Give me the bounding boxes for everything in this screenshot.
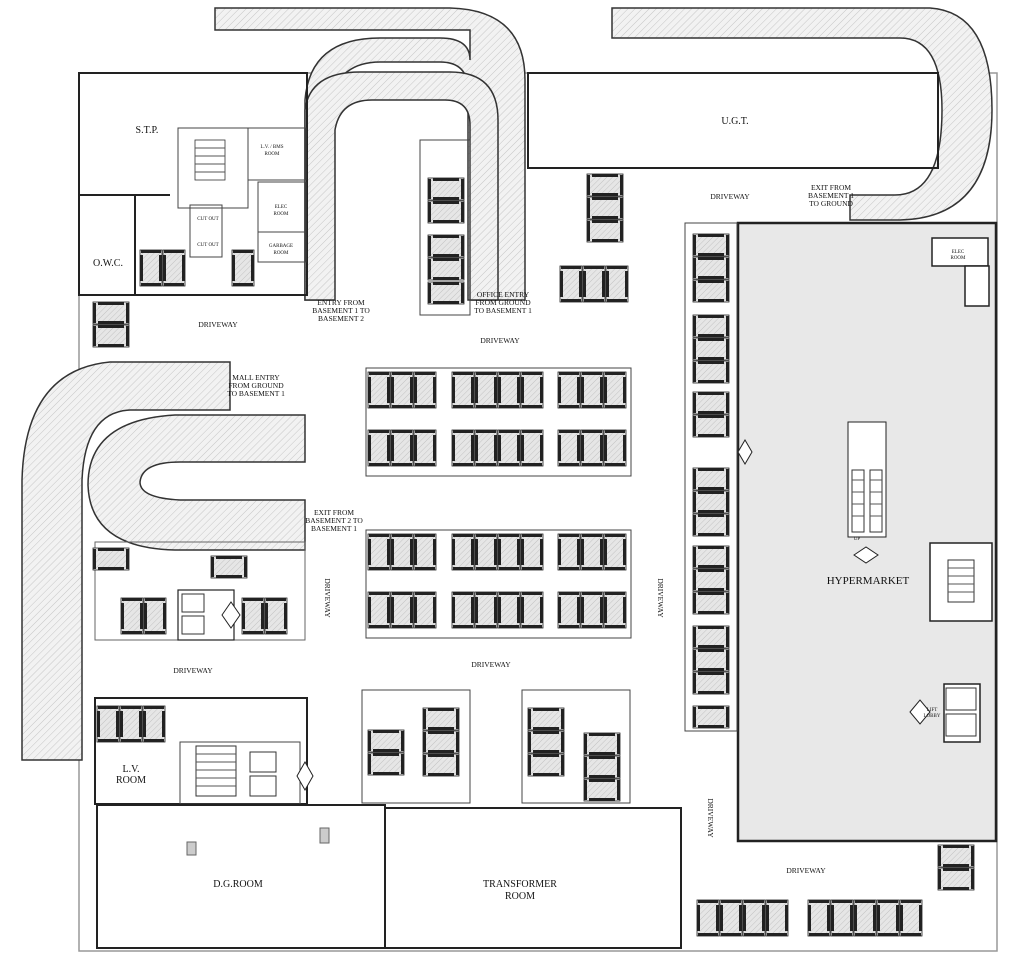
office-ramp-enclosure <box>419 139 471 316</box>
escalator <box>847 421 887 564</box>
exit-b1-ground-line1: EXIT FROM <box>811 183 851 192</box>
dg-equipment-2 <box>319 827 330 844</box>
lv-bms-line2: ROOM <box>264 152 280 157</box>
stair-core-right <box>929 542 993 622</box>
elec-right-line1: ELEC <box>952 250 965 255</box>
garbage-line2: ROOM <box>273 251 289 256</box>
entry-b1-b2-line1: ENTRY FROM <box>317 298 365 307</box>
ugt-room <box>527 72 939 169</box>
elec-top-line1: ELEC <box>275 205 288 210</box>
parking-stalls-right-column <box>692 233 753 729</box>
parking-stalls-bottom-right <box>696 844 975 937</box>
driveway-label-vertical-2: DRIVEWAY <box>656 578 665 618</box>
parking-stalls-island-top <box>367 371 627 467</box>
ramp-office <box>304 71 499 301</box>
office-entry-line1: OFFICE ENTRY <box>477 290 530 299</box>
column-marker <box>737 439 753 465</box>
elec-right-line2: ROOM <box>950 256 966 261</box>
ugt-label: U.G.T. <box>721 116 748 127</box>
entry-b1-b2-line3: BASEMENT 2 <box>318 314 364 323</box>
lift-core-left <box>94 541 306 641</box>
stp-label: S.T.P. <box>136 125 159 136</box>
exit-b2-b1-line3: BASEMENT 1 <box>311 524 357 533</box>
elec-room-top-label: ELEC ROOM <box>273 205 289 217</box>
enclosure-bottom-1 <box>361 689 471 804</box>
owc-label: O.W.C. <box>93 258 123 269</box>
driveway-label-6: DRIVEWAY <box>786 866 826 875</box>
lv-room-line2: ROOM <box>116 775 146 786</box>
dg-equipment-1 <box>186 841 197 856</box>
driveway-label-4: DRIVEWAY <box>173 666 213 675</box>
transformer-room <box>384 807 682 949</box>
service-block-bottom-left <box>94 697 314 805</box>
ramp-exit-b2-b1 <box>87 414 306 551</box>
elec-room-right <box>931 237 989 267</box>
cutout-2-label: CUT OUT <box>197 243 218 248</box>
lv-bms-room-label: L.V. / BMS ROOM <box>261 145 284 157</box>
parking-stalls-top-left <box>139 249 255 287</box>
driveway-label-vertical-3: DRIVEWAY <box>706 798 715 838</box>
escalator-up-label: UP <box>854 537 861 542</box>
mall-entry-line3: TO BASEMENT 1 <box>227 389 285 398</box>
enclosure-bottom-2 <box>521 689 631 804</box>
mall-entry-line1: MALL ENTRY <box>232 373 280 382</box>
lv-room-line1: L.V. <box>122 764 139 775</box>
exit-b1-ground-line2: BASEMENT 1 <box>808 191 854 200</box>
parking-island-mid <box>365 529 632 639</box>
dg-room-label: D.G.ROOM <box>213 879 263 890</box>
parking-column-right <box>684 222 738 732</box>
lv-bms-line1: L.V. / BMS <box>261 145 284 150</box>
hypermarket-label: HYPERMARKET <box>827 575 910 587</box>
office-entry-line3: TO BASEMENT 1 <box>474 306 532 315</box>
ramp-exit-b1-ground <box>611 7 993 221</box>
lift-lobby-line2: LOBBY <box>924 714 941 719</box>
exit-b1-ground-line3: TO GROUND <box>809 199 853 208</box>
office-entry-line2: FROM GROUND <box>475 298 531 307</box>
lift-lobby-line1: LIFT <box>927 708 938 713</box>
driveway-label-3: DRIVEWAY <box>710 192 750 201</box>
lv-room-label: L.V.ROOM <box>116 764 146 786</box>
entry-b1-b2-line2: BASEMENT 1 TO <box>312 306 370 315</box>
garbage-room-label: GARBAGE ROOM <box>269 244 293 256</box>
exit-b2-b1-line1: EXIT FROM <box>314 508 354 517</box>
driveway-label-1: DRIVEWAY <box>198 320 238 329</box>
transformer-line2: ROOM <box>505 891 535 902</box>
garbage-line1: GARBAGE <box>269 244 293 249</box>
driveway-label-5: DRIVEWAY <box>471 660 511 669</box>
driveway-label-2: DRIVEWAY <box>480 336 520 345</box>
parking-stalls-office <box>427 173 629 305</box>
dg-room <box>96 804 386 949</box>
transformer-line1: TRANSFORMER <box>483 879 557 890</box>
lift-lobby-block <box>909 683 981 743</box>
mall-entry-line2: FROM GROUND <box>228 381 284 390</box>
parking-stalls-island-mid <box>367 533 627 629</box>
ramp-mall-entry <box>21 361 231 761</box>
parking-island-top <box>365 367 632 477</box>
elec-top-line2: ROOM <box>273 212 289 217</box>
exit-b2-b1-line2: BASEMENT 2 TO <box>305 516 363 525</box>
service-block-top-left <box>78 72 308 296</box>
elec-room-right-ext <box>964 265 990 307</box>
driveway-label-vertical-1: DRIVEWAY <box>323 578 332 618</box>
cutout-1-label: CUT OUT <box>197 217 218 222</box>
parking-stalls-bottom-center <box>367 707 621 802</box>
